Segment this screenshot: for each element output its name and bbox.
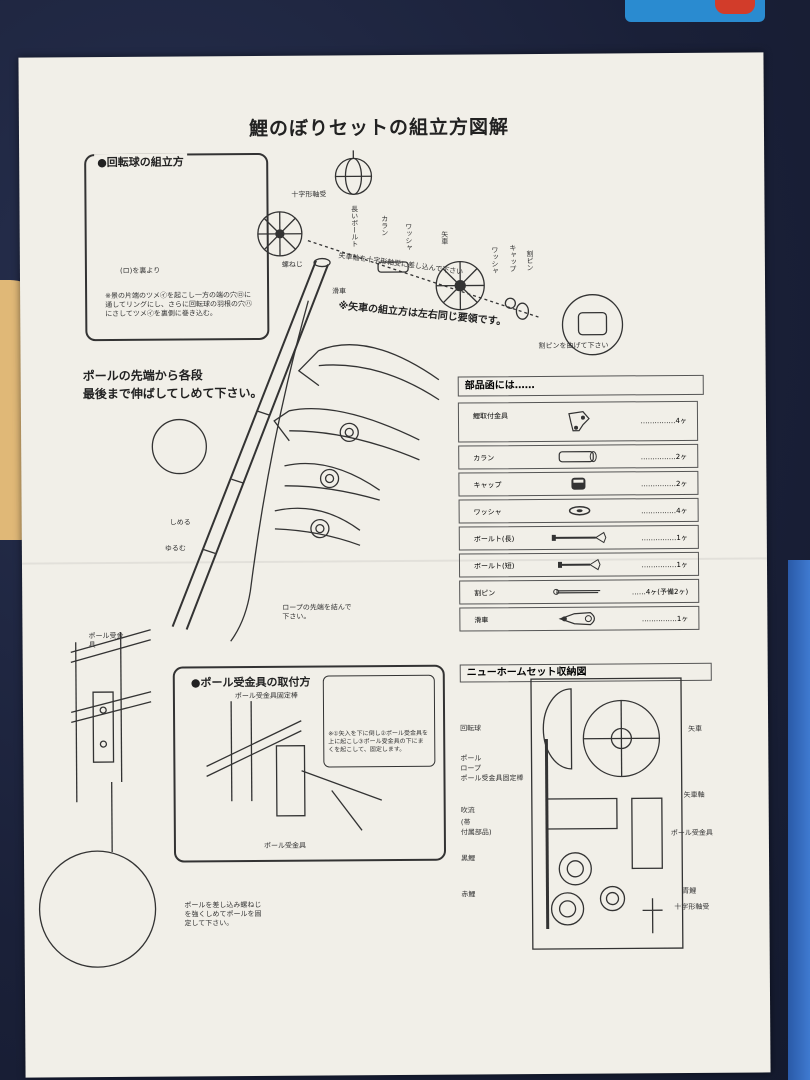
storage-header: ニューホームセット収納図 <box>459 662 712 683</box>
part-row: ボールト(長) ……………1ヶ <box>458 524 699 551</box>
part-cap-icon <box>571 477 586 490</box>
storage-label-blue-koi: 青鯉 <box>682 886 697 895</box>
pole-note-line2: 最後まで伸ばしてしめて下さい。 <box>82 385 263 402</box>
parts-header: 部品函には…… <box>457 374 704 397</box>
storage-label-receiver: ポール受金具 <box>670 828 713 838</box>
storage-label-red-koi: 赤鯉 <box>461 890 476 899</box>
tighten-label: しめる <box>169 518 191 527</box>
pole-note: ポールの先端から各段 最後まで伸ばしてしめて下さい。 <box>83 366 263 403</box>
background-strip <box>788 560 810 1080</box>
part-qty: ……………4ヶ <box>640 416 688 426</box>
bottom-note: ポールを差し込み螺ねじを強くしめてポールを固定して下さい。 <box>184 900 262 928</box>
part-bolt-long-icon <box>551 531 607 544</box>
label-bolt-long: 長いボールト <box>350 205 359 248</box>
part-name: ボールト(長) <box>473 535 515 544</box>
label-pulley: 滑車 <box>332 287 347 296</box>
part-name: カラン <box>473 454 495 463</box>
part-qty: ……………2ヶ <box>640 452 688 462</box>
part-qty: ……………2ヶ <box>640 479 688 489</box>
part-row: 鯉取付金具 ……………4ヶ <box>457 400 699 443</box>
axle-note: 矢車軸を十字形軸受に差し込んで下さい <box>337 251 464 277</box>
part-split-pin-icon <box>553 588 601 595</box>
windmill-note: ※矢車の組立方は左右同じ要領です。 <box>337 300 507 328</box>
part-qty: ……………4ヶ <box>641 506 688 516</box>
label-windmill: 矢車 <box>440 230 449 245</box>
part-row: カラン ……………2ヶ <box>458 443 699 470</box>
label-collar: カラン <box>380 215 389 237</box>
part-name: ボールト(短) <box>473 562 515 571</box>
storage-label-fixing-rod: ポール受金具固定棒 <box>460 774 524 783</box>
storage-label-streamer: 吹流 <box>460 806 475 815</box>
storage-label-pole: ポール <box>460 754 482 763</box>
storage-label-accessories: 付属部品) <box>460 828 492 837</box>
part-name: キャップ <box>473 481 502 490</box>
label-cap: キャップ <box>508 244 518 273</box>
part-name: 滑車 <box>474 616 489 625</box>
storage-label-belt: (帯 <box>460 818 471 827</box>
label-washer2: ワッシャ <box>490 246 500 275</box>
label-cross-bearing: 十字形軸受 <box>291 190 327 199</box>
storage-label-rope: ロープ <box>460 764 482 773</box>
receiver-label: ポール受金具 <box>263 841 306 850</box>
part-name: 割ピン <box>474 589 496 598</box>
fixing-rod-label: ポール受金具固定棒 <box>234 691 298 701</box>
part-washer-icon <box>568 505 591 516</box>
label-split-pin: 割ピン <box>525 250 535 272</box>
part-name: ワッシャ <box>473 508 502 517</box>
instruction-sheet: 鯉のぼりセットの組立方図解 ●回転球の組立方 ※景の片端のツメ㋑を起こし一方の端… <box>18 52 771 1078</box>
storage-label-ball: 回転球 <box>460 724 482 733</box>
loosen-label: ゆるむ <box>164 544 186 553</box>
storage-label-cross-bearing: 十字形軸受 <box>674 902 710 912</box>
part-qty: ……………1ヶ <box>641 560 689 570</box>
label-washer: ワッシャ <box>404 222 413 251</box>
card-corner <box>625 0 765 22</box>
part-qty: ……4ヶ(予備2ヶ) <box>631 587 689 597</box>
rotating-ball-note: ※景の片端のツメ㋑を起こし一方の端の穴㋺に通してリングにし、さらに回転球の羽根の… <box>105 290 252 319</box>
page-title: 鯉のぼりセットの組立方図解 <box>248 116 510 141</box>
part-row: 滑車 ……………1ヶ <box>459 605 700 632</box>
part-koi-bracket-icon <box>568 411 590 432</box>
parts-table: 鯉取付金具 ……………4ヶ カラン ……………2ヶ キャップ ……………2ヶ ワ… <box>457 400 700 635</box>
part-qty: ……………1ヶ <box>641 614 689 624</box>
part-collar-icon <box>558 451 597 463</box>
label-screw: 螺ねじ <box>281 260 303 269</box>
pole-receiver-label: ポール受金具 <box>88 631 124 650</box>
storage-label-black-koi: 黒鯉 <box>461 854 476 863</box>
part-pulley-icon <box>558 612 595 626</box>
storage-label-windmill: 矢車 <box>688 724 703 733</box>
part-name: 鯉取付金具 <box>472 412 508 421</box>
pin-note: 割ピンを曲げて下さい <box>538 341 609 350</box>
rotating-ball-heading: ●回転球の組立方 <box>94 153 187 171</box>
rotating-ball-sub-label: (ロ)を裏より <box>119 266 161 275</box>
part-row: 割ピン ……4ヶ(予備2ヶ) <box>459 578 700 605</box>
part-row: キャップ ……………2ヶ <box>458 470 699 497</box>
part-qty: ……………1ヶ <box>641 533 688 543</box>
pole-note-line1: ポールの先端から各段 <box>82 368 203 384</box>
storage-label-axle: 矢車軸 <box>683 790 705 799</box>
part-row: ワッシャ ……………4ヶ <box>458 497 699 524</box>
mount-heading: ●ポール受金具の取付方 <box>187 673 314 691</box>
mount-inset-note: ※①矢入を下に倒し②ポール受金具を上に起こし③ポール受金具の下にまくを起こして、… <box>328 729 428 754</box>
part-bolt-short-icon <box>557 558 601 571</box>
part-row: ボールト(短) ……………1ヶ <box>458 551 700 578</box>
rope-note: ロープの先端を結んで下さい。 <box>282 603 352 621</box>
